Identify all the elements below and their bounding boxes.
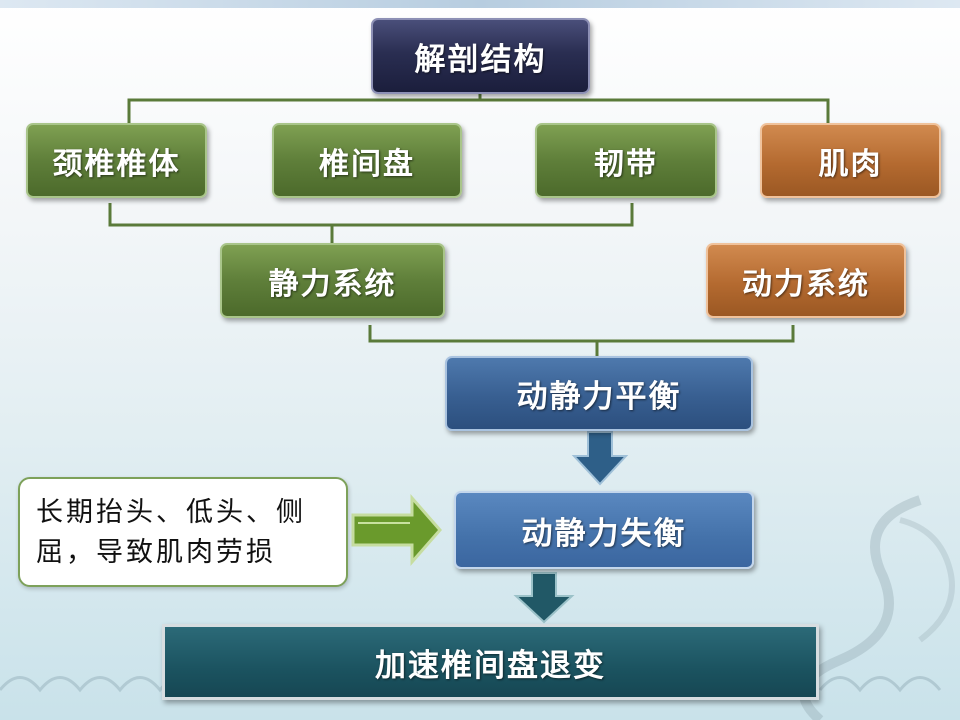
- node-intervertebral-disc: 椎间盘: [272, 123, 462, 198]
- node-imbalance: 动静力失衡: [454, 491, 754, 569]
- node-static-system: 静力系统: [220, 243, 445, 318]
- top-banner: [0, 0, 960, 8]
- node-balance: 动静力平衡: [445, 356, 753, 431]
- node-anatomy: 解剖结构: [371, 18, 590, 94]
- cause-note: 长期抬头、低头、侧屈，导致肌肉劳损: [18, 477, 348, 587]
- arrow-balance-to-imbalance: [571, 431, 629, 486]
- node-dynamic-system: 动力系统: [706, 243, 906, 318]
- node-vertebral-body: 颈椎椎体: [26, 123, 207, 198]
- connector-structures-to-static: [108, 203, 634, 243]
- arrow-imbalance-to-result: [513, 572, 575, 624]
- connector-root-to-structures: [127, 94, 830, 123]
- node-ligament: 韧带: [535, 123, 717, 198]
- node-disc-degeneration: 加速椎间盘退变: [162, 624, 819, 700]
- node-muscle: 肌肉: [760, 123, 941, 198]
- dragon-decoration: [899, 517, 955, 643]
- wave-decoration: [818, 676, 942, 693]
- arrow-cause-to-imbalance: [351, 494, 442, 566]
- connector-systems-to-balance: [368, 325, 795, 356]
